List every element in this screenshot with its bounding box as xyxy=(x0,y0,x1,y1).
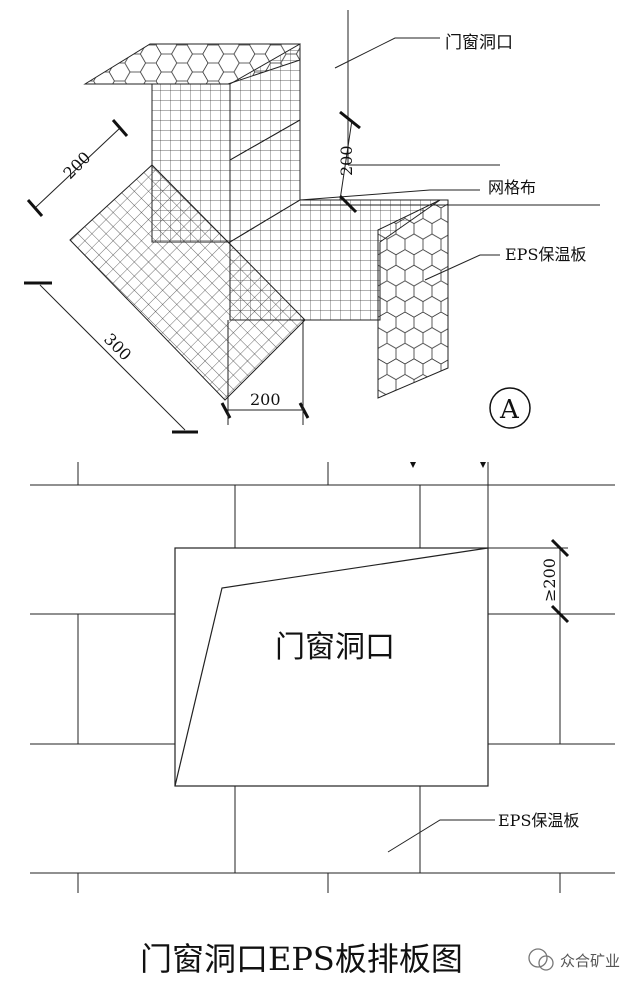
drawing-caption: 门窗洞口EPS板排板图 xyxy=(140,940,463,978)
board-cut-line xyxy=(174,547,489,787)
leader-mesh xyxy=(299,189,480,201)
tick-mark xyxy=(410,462,416,468)
svg-text:200: 200 xyxy=(250,390,281,409)
tick-mark xyxy=(480,462,486,468)
eps-board-right xyxy=(377,199,449,399)
svg-text:≥200: ≥200 xyxy=(540,558,559,602)
detail-a: 门窗洞口 网格布 EPS保温板 200 300 200 xyxy=(24,10,600,434)
detail-marker-a: A xyxy=(489,387,531,429)
leader-plan-eps xyxy=(387,819,495,853)
dim-min-200: ≥200 xyxy=(488,538,570,624)
opening-rect xyxy=(174,547,489,787)
wechat-icon xyxy=(528,948,548,968)
watermark-text: 众合矿业 xyxy=(560,952,620,970)
dim-horizontal: 200 xyxy=(220,320,310,425)
label-eps: EPS保温板 xyxy=(505,245,586,264)
plan-label-eps: EPS保温板 xyxy=(498,811,579,830)
plan-label-opening: 门窗洞口 xyxy=(275,630,395,665)
label-opening: 门窗洞口 xyxy=(445,33,513,53)
layout-plan: 门窗洞口 ≥200 EPS保温板 xyxy=(30,462,615,893)
leader-eps xyxy=(424,254,500,281)
watermark: 众合矿业 xyxy=(528,948,620,971)
dim-vertical: 200 xyxy=(337,110,361,214)
leader-opening xyxy=(334,37,440,69)
svg-text:200: 200 xyxy=(337,145,356,176)
svg-text:300: 300 xyxy=(100,329,135,364)
svg-text:200: 200 xyxy=(59,148,94,183)
label-mesh: 网格布 xyxy=(488,178,536,197)
svg-text:A: A xyxy=(499,395,520,425)
